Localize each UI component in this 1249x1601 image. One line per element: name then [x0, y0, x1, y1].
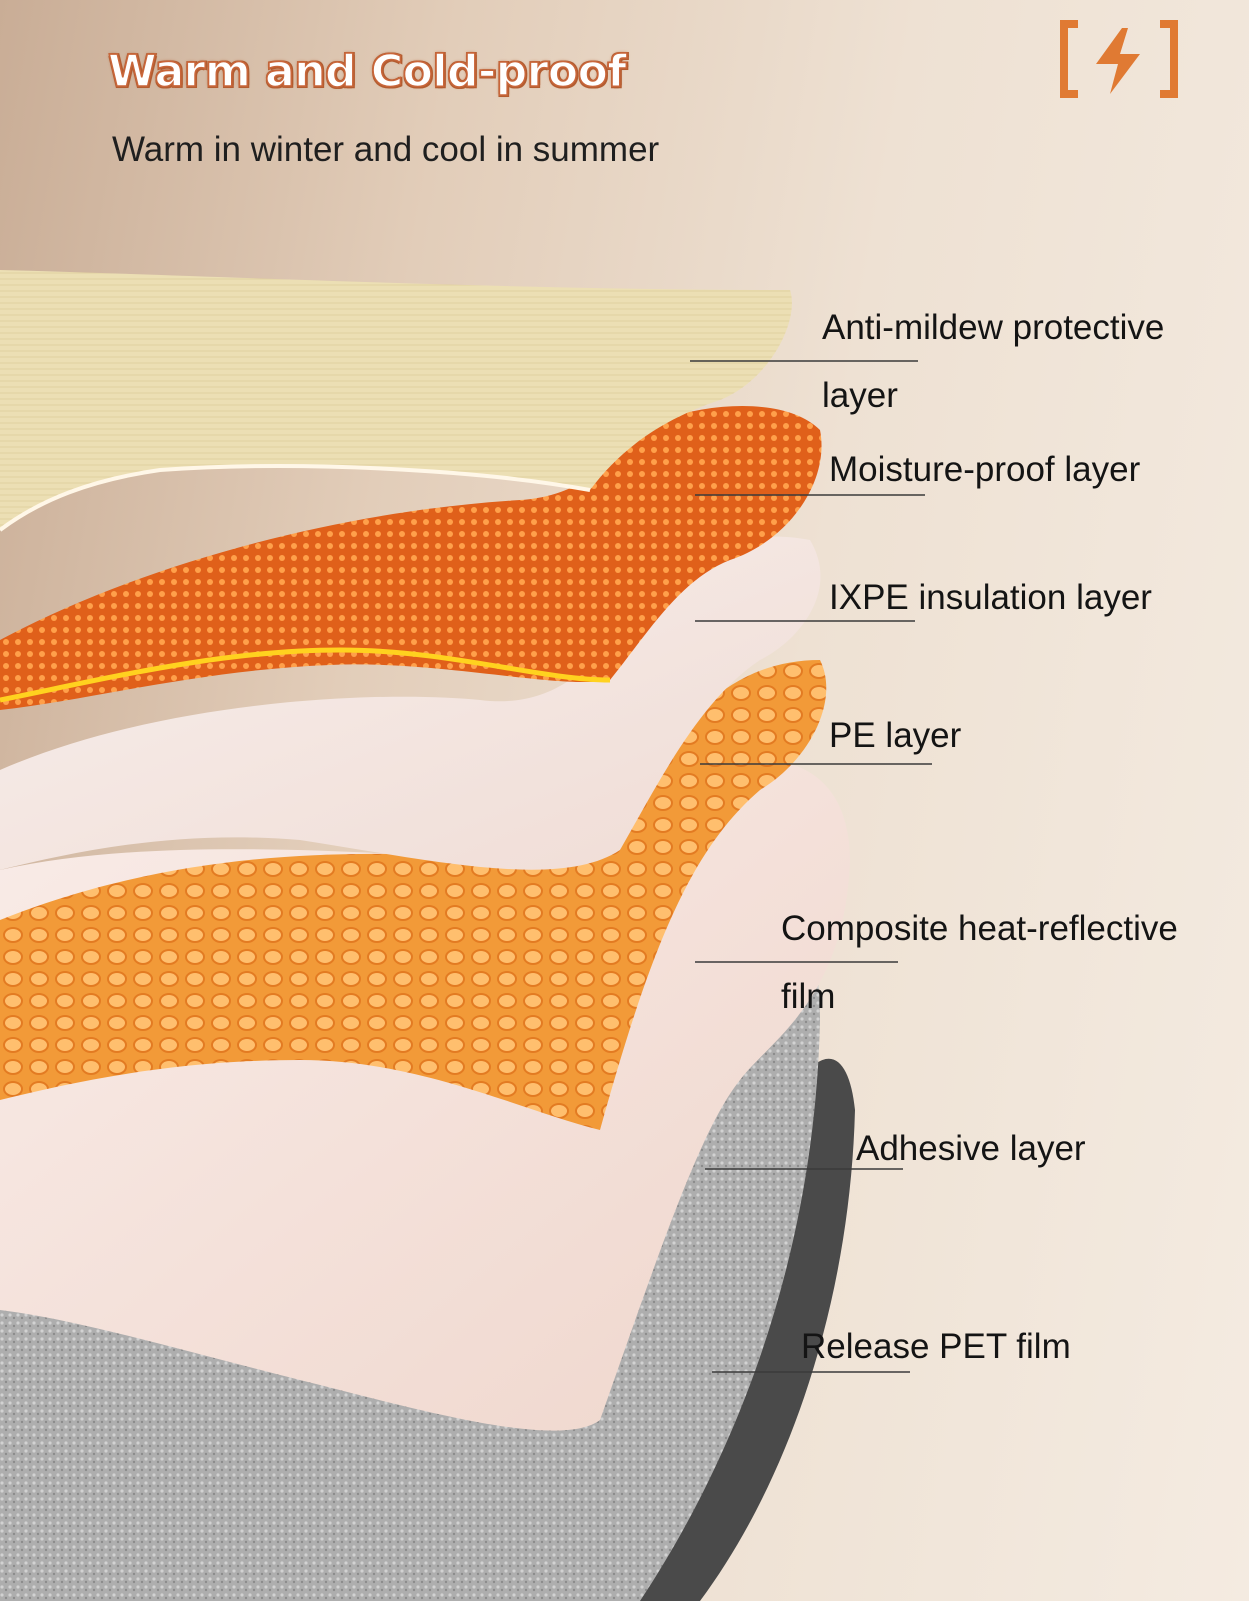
adhesive-foil-layer — [0, 948, 820, 1601]
page-subtitle: Warm in winter and cool in summer — [112, 130, 660, 169]
label-adhesive: Adhesive layer — [856, 1129, 1086, 1168]
ixpe-insulation-layer — [0, 536, 821, 870]
pe-layer — [0, 660, 827, 1130]
anti-mildew-protective-layer — [0, 270, 792, 530]
page-title: Warm and Cold-proof — [107, 45, 627, 98]
label-composite-film-line2: film — [781, 977, 836, 1016]
label-anti-mildew-line2: layer — [822, 376, 898, 415]
anti-mildew-layer-edge — [0, 464, 591, 532]
label-anti-mildew-line1: Anti-mildew protective — [822, 308, 1165, 347]
label-pe-layer: PE layer — [829, 716, 962, 755]
moisture-proof-layer-edge — [0, 647, 611, 703]
label-composite-film-line1: Composite heat-reflective — [781, 909, 1178, 948]
lightning-bolt-icon — [1060, 20, 1178, 98]
label-moisture-proof: Moisture-proof layer — [829, 450, 1141, 489]
label-ixpe-insulation: IXPE insulation layer — [829, 578, 1152, 617]
moisture-proof-layer — [0, 406, 822, 710]
label-release-pet: Release PET film — [801, 1327, 1071, 1366]
